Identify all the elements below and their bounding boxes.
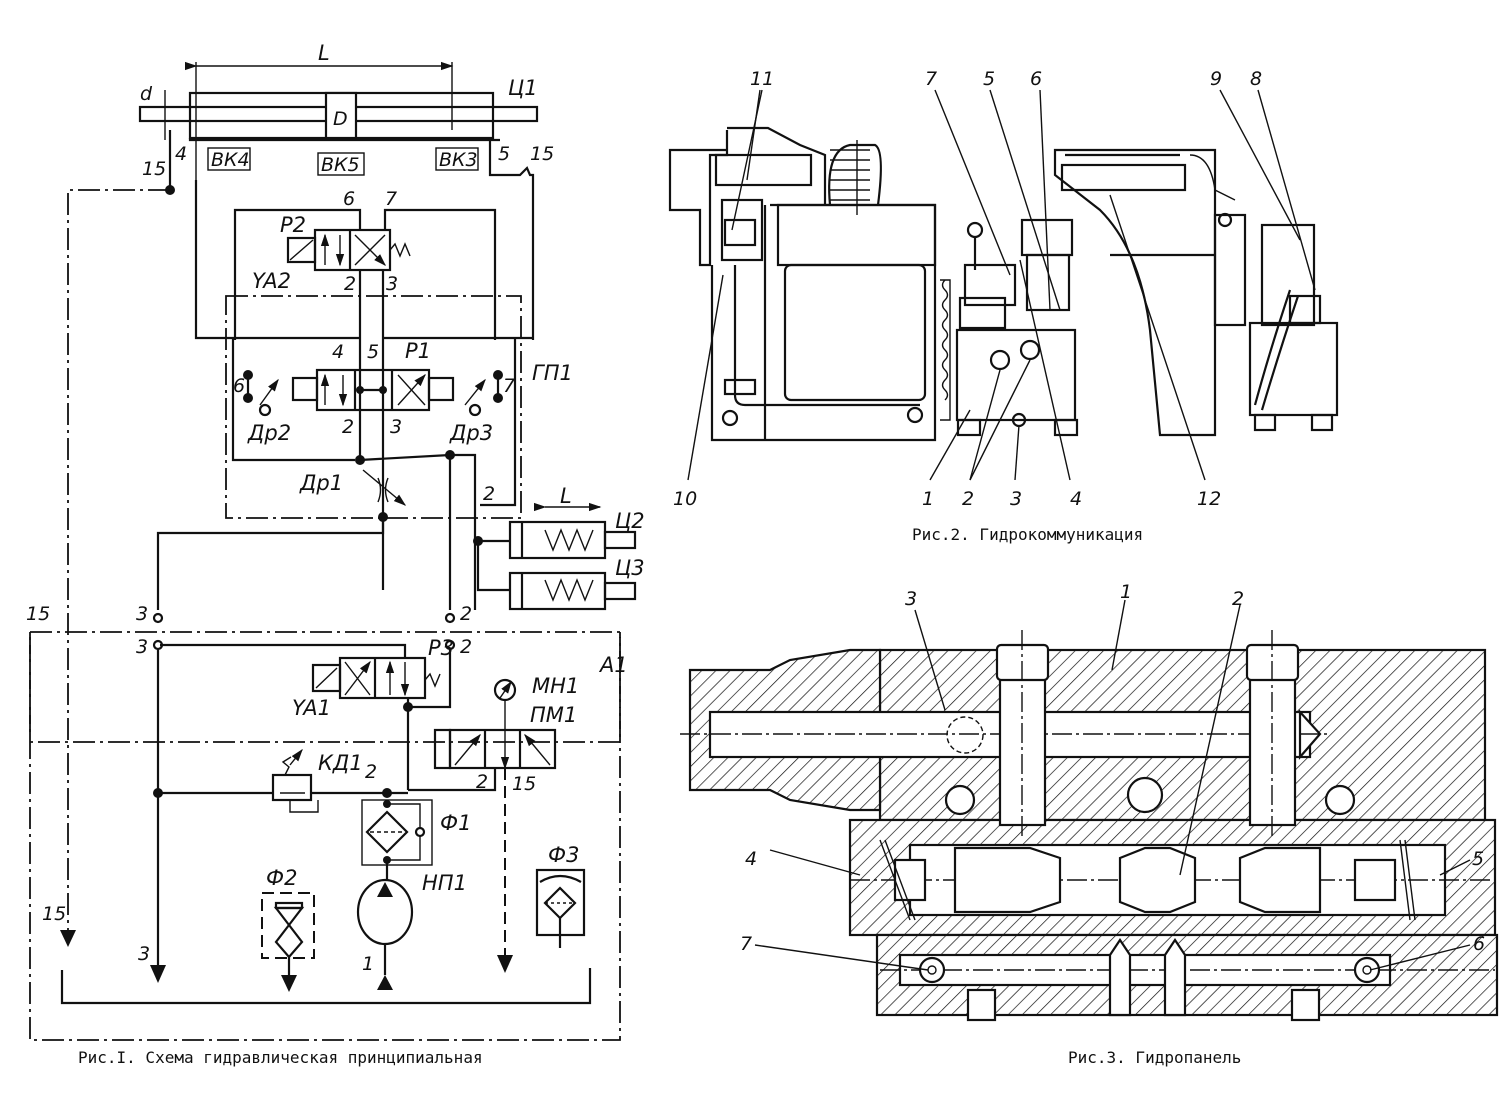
label-p1-port-5: 5 [367, 341, 379, 363]
label-pm1-port-15: 15 [512, 773, 536, 795]
label-bk5: ВК5 [321, 154, 360, 176]
fig3-callout-3: 3 [905, 588, 917, 610]
fig2-callout-7: 7 [925, 68, 937, 90]
label-p1-port-6: 6 [233, 375, 245, 397]
filter-f1 [361, 799, 433, 866]
label-drain-15: 15 [42, 903, 66, 925]
label-ya2: YA2 [252, 269, 291, 293]
gauge-switch-pm1 [433, 700, 557, 770]
label-terminal-3-top: 3 [136, 603, 148, 625]
label-line-15-right: 15 [530, 143, 554, 165]
label-p2-port-3: 3 [386, 273, 398, 295]
label-ya1: YA1 [292, 696, 331, 720]
label-line-15-left: 15 [142, 158, 166, 180]
label-d: d [140, 83, 153, 105]
fig2-callout-11: 11 [750, 68, 774, 90]
label-terminal-2-bottom: 2 [460, 636, 472, 658]
label-port-4: 4 [175, 143, 187, 165]
fig2-callout-8: 8 [1250, 68, 1262, 90]
hydropanel-section-view: 3 1 2 4 5 7 6 Рис.3. Гидропанель [680, 581, 1499, 1067]
label-p2-port-7: 7 [385, 188, 397, 210]
label-dr1: Др1 [299, 471, 343, 495]
fig3-callout-7: 7 [740, 933, 752, 955]
label-a1: А1 [598, 653, 628, 677]
label-dr2: Др2 [247, 421, 291, 445]
fig2-callout-6: 6 [1030, 68, 1042, 90]
label-gp1-port-2: 2 [483, 483, 495, 505]
valve-p2 [233, 208, 497, 345]
fig2-callout-2: 2 [962, 488, 974, 510]
valve-p1 [291, 368, 455, 412]
valve-p3 [311, 656, 441, 700]
label-np1: НП1 [422, 871, 467, 895]
figure1-caption: Рис.I. Схема гидравлическая принципиальн… [78, 1048, 483, 1067]
tank [60, 968, 592, 1005]
fig2-callout-5: 5 [983, 68, 995, 90]
figure3-caption: Рис.3. Гидропанель [1068, 1048, 1241, 1067]
hydraulic-communication-view: 11 7 5 6 9 8 10 1 2 3 4 12 Рис.2. Гидрок… [668, 68, 1339, 544]
fig3-callout-4: 4 [745, 848, 757, 870]
label-p1-port-4: 4 [332, 341, 344, 363]
cylinder-c1 [138, 61, 539, 340]
fig3-callout-5: 5 [1472, 848, 1484, 870]
label-dr3: Др3 [449, 421, 493, 445]
label-mn1: МН1 [532, 674, 579, 698]
fig2-callout-12: 12 [1197, 488, 1221, 510]
fig3-callout-6: 6 [1473, 933, 1485, 955]
label-p2: Р2 [280, 213, 306, 237]
label-p2-port-6: 6 [343, 188, 355, 210]
drain-line-15 [67, 189, 170, 930]
fig2-callout-3: 3 [1010, 488, 1022, 510]
label-pm1: ПМ1 [530, 703, 577, 727]
fig2-callout-9: 9 [1210, 68, 1222, 90]
fig2-callout-4: 4 [1070, 488, 1082, 510]
label-f3: Ф3 [548, 843, 579, 867]
label-return-3: 3 [138, 943, 150, 965]
label-D: D [333, 108, 348, 130]
label-terminal-2-top: 2 [460, 603, 472, 625]
filter-f2 [261, 892, 315, 992]
label-pump-line-2: 2 [365, 761, 377, 783]
label-kd1: КД1 [318, 751, 363, 775]
label-p1: Р1 [405, 339, 431, 363]
label-c1: Ц1 [508, 76, 538, 100]
label-p2-port-2: 2 [344, 273, 356, 295]
fig3-callout-2: 2 [1232, 588, 1244, 610]
label-L: L [318, 41, 330, 65]
figure2-caption: Рис.2. Гидрокоммуникация [912, 525, 1143, 544]
fig2-callout-1: 1 [922, 488, 934, 510]
label-pm1-port-2: 2 [476, 771, 488, 793]
label-c3: Ц3 [615, 556, 645, 580]
label-p1-port-3: 3 [390, 416, 402, 438]
label-p1-port-2: 2 [342, 416, 354, 438]
label-pump-1: 1 [362, 953, 374, 975]
fig3-callout-1: 1 [1120, 581, 1132, 603]
fig3-callout-lines [754, 599, 1471, 971]
label-bk4: ВК4 [211, 149, 250, 171]
cylinders-c2-c3 [473, 502, 637, 611]
relief-valve-kd1 [271, 748, 319, 813]
label-L-c2: L [560, 484, 572, 508]
hydraulic-schematic: L d D Ц1 ВК4 ВК5 ВК3 4 5 15 15 [26, 41, 645, 1067]
label-f2: Ф2 [266, 866, 297, 890]
fig2-callout-lines [687, 89, 1316, 481]
label-f1: Ф1 [440, 811, 471, 835]
label-gp1: ГП1 [532, 361, 573, 385]
filter-f3 [535, 868, 586, 948]
hydropanel-gp1-boundary [225, 295, 522, 519]
label-15-top: 15 [26, 603, 50, 625]
label-bk3: ВК3 [439, 149, 478, 171]
label-p1-port-7: 7 [503, 375, 515, 397]
label-terminal-3-bottom: 3 [136, 636, 148, 658]
label-c2: Ц2 [615, 509, 645, 533]
fig2-callout-10: 10 [673, 488, 697, 510]
label-port-5: 5 [498, 143, 510, 165]
